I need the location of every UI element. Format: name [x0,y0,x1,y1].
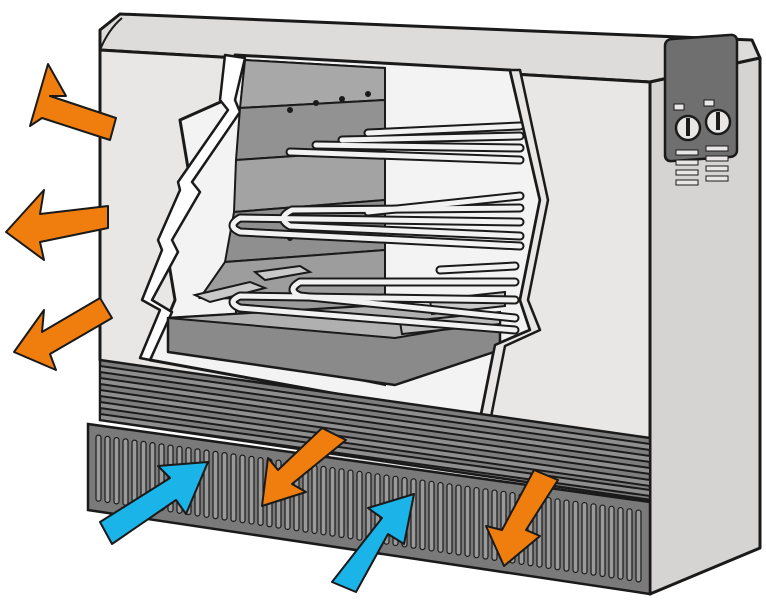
vent-rib [599,504,606,578]
vent-rib [419,479,426,551]
cool-air-inlets [99,461,415,593]
vent-rib [455,484,462,556]
vent-rib [221,451,228,521]
dial-icon[interactable] [674,114,702,142]
vent-rib [635,509,642,583]
vent-rib [410,478,417,549]
vent-rib [464,485,471,557]
arrow-up-icon [331,493,415,593]
control-panel-plate [663,33,739,163]
heating-element-top-wire [287,123,523,163]
vent-rib [617,506,624,580]
arrow-down-icon [261,427,347,507]
control-panel-labels [673,99,729,186]
arrow-left-icon [5,189,109,261]
vent-rib [590,503,597,576]
vent-rib [608,505,615,579]
vent-rib [482,488,489,560]
vent-rib [356,470,363,541]
arrow-left-icon [29,63,117,141]
vent-rib [545,496,552,570]
vent-rib [257,456,264,527]
casing-edge [99,17,123,51]
vent-rib [203,449,210,518]
vent-rib [320,465,327,536]
heating-element-middle-wire [230,193,523,249]
cut-edge-left [138,53,247,362]
vent-rib [311,464,318,535]
vent-rib [329,466,336,537]
arrow-left-icon [13,297,113,371]
vent-rib [554,498,561,571]
heating-element-bottom-wire [230,263,518,333]
vent-rib [338,468,345,539]
dial-icon[interactable] [704,108,732,136]
vent-rib [113,437,120,505]
cutaway-section [138,53,550,424]
vent-rib [563,499,570,572]
grille-slats [99,364,651,498]
vent-rib [104,435,111,504]
vent-rib [572,500,579,574]
warm-air-outlets-bottom [261,427,559,567]
vent-rib [239,454,246,524]
vent-rib [581,501,588,575]
arrow-down-icon [485,469,559,567]
vent-rib [131,439,138,508]
vent-rib [95,434,102,502]
air-outlet-grille [98,358,652,502]
vent-rib [212,450,219,520]
vent-rib [428,480,435,552]
arrow-up-icon [99,461,209,545]
vent-rib [230,453,237,522]
vent-rib [446,483,453,555]
vent-rib [437,481,444,553]
vent-rib [347,469,354,540]
vent-rib [626,508,633,582]
vent-rib [122,438,129,506]
warm-air-outlets-left [5,63,117,371]
vent-rib [473,486,480,559]
vent-rib [248,455,255,525]
control-panel [663,33,739,186]
